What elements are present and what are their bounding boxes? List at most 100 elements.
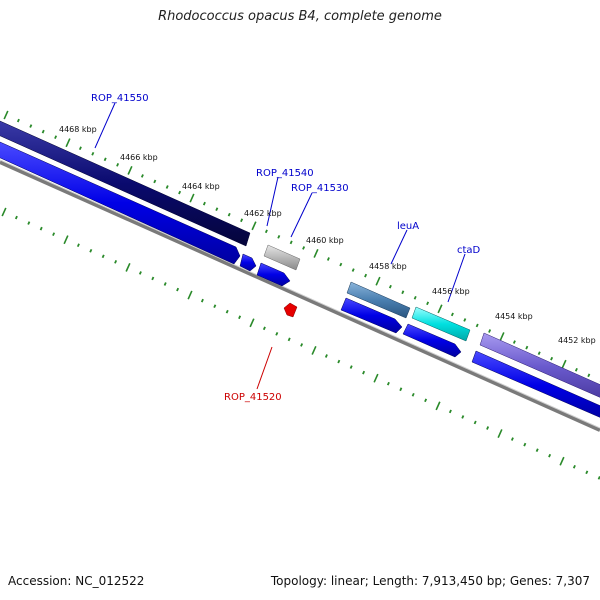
minor-tick: [39, 226, 43, 231]
major-tick: [311, 346, 317, 355]
gene-purple-right[interactable]: [479, 332, 600, 400]
gene-leua[interactable]: [346, 281, 411, 319]
gene-label-group: ROP_41550 ROP_41540 ROP_41530 leuA ctaD …: [91, 93, 481, 403]
minor-tick: [486, 426, 490, 430]
minor-tick: [91, 151, 95, 156]
minor-tick: [401, 290, 405, 295]
minor-tick: [512, 340, 516, 344]
genome-backbone: [0, 160, 600, 432]
minor-tick: [151, 276, 155, 281]
minor-tick: [364, 273, 368, 278]
label-rop-41550[interactable]: ROP_41550: [91, 93, 149, 104]
minor-tick: [213, 304, 217, 308]
minor-tick: [424, 398, 428, 403]
minor-tick: [52, 232, 56, 236]
gene-features: [0, 120, 600, 420]
minor-tick: [277, 235, 281, 239]
minor-tick: [324, 354, 328, 358]
tick-label: 4454 kbp: [495, 312, 533, 321]
tick-label: 4460 kbp: [306, 236, 344, 245]
major-tick: [373, 373, 379, 383]
gene-ctad[interactable]: [411, 306, 471, 342]
tick-label: 4452 kbp: [558, 336, 596, 345]
minor-tick: [200, 298, 204, 303]
tick-label: 4456 kbp: [432, 287, 470, 296]
gene-blue-right[interactable]: [471, 350, 600, 420]
minor-tick: [287, 337, 291, 342]
minor-tick: [116, 163, 120, 167]
minor-tick: [262, 326, 266, 331]
label-rop-41530[interactable]: ROP_41530: [291, 183, 349, 194]
minor-tick: [411, 392, 415, 397]
minor-tick: [202, 201, 206, 206]
genome-summary-text: Topology: linear; Length: 7,913,450 bp; …: [270, 574, 590, 588]
minor-tick: [240, 218, 244, 223]
major-tick: [251, 221, 257, 231]
tick-label-group: 4468 kbp 4466 kbp 4464 kbp 4462 kbp 4460…: [59, 125, 596, 345]
minor-tick: [27, 221, 31, 225]
minor-tick: [525, 345, 529, 350]
minor-tick: [362, 370, 366, 375]
minor-tick: [535, 448, 539, 452]
major-tick: [499, 332, 505, 341]
major-tick: [3, 110, 9, 120]
gene-blue-mid-2[interactable]: [402, 323, 462, 358]
minor-tick: [140, 174, 144, 178]
major-tick: [313, 249, 319, 258]
minor-tick: [275, 332, 279, 336]
minor-tick: [450, 312, 454, 317]
minor-tick: [289, 240, 293, 245]
minor-tick: [78, 146, 82, 151]
major-tick: [559, 456, 565, 466]
gene-rop-41530[interactable]: [263, 244, 301, 271]
minor-tick: [523, 442, 527, 447]
minor-tick: [413, 295, 417, 300]
minor-tick: [399, 387, 403, 392]
minor-tick: [302, 246, 306, 250]
gene-blue-small-2[interactable]: [256, 262, 291, 287]
label-rop-41520[interactable]: ROP_41520: [224, 392, 282, 403]
minor-tick: [89, 248, 93, 253]
minor-tick: [537, 351, 541, 355]
minor-tick: [215, 207, 219, 211]
minor-tick: [238, 315, 242, 320]
tick-label: 4458 kbp: [369, 262, 407, 271]
minor-tick: [138, 271, 142, 275]
minor-tick: [461, 415, 465, 419]
minor-tick: [349, 365, 353, 369]
minor-tick: [264, 229, 268, 234]
gene-blue-mid-1[interactable]: [340, 297, 403, 334]
label-ctad[interactable]: ctaD: [457, 245, 481, 256]
minor-tick: [386, 381, 390, 386]
gene-blue-small-1[interactable]: [239, 253, 257, 272]
accession-text: Accession: NC_012522: [8, 574, 145, 588]
gene-rop-41550[interactable]: [0, 120, 251, 247]
gene-rop-41520[interactable]: [283, 302, 298, 318]
minor-tick: [574, 367, 578, 372]
major-tick: [1, 207, 7, 217]
minor-tick: [388, 284, 392, 289]
major-tick: [561, 359, 567, 369]
minor-tick: [351, 268, 355, 272]
minor-tick: [326, 257, 330, 261]
major-tick: [65, 138, 71, 148]
minor-tick: [41, 129, 45, 134]
minor-tick: [114, 260, 118, 264]
minor-tick: [475, 323, 479, 328]
label-leua[interactable]: leuA: [397, 221, 419, 232]
minor-tick: [339, 262, 343, 267]
tick-label: 4464 kbp: [182, 182, 220, 191]
major-tick: [125, 262, 131, 272]
minor-tick: [103, 157, 107, 162]
minor-tick: [463, 318, 467, 322]
minor-tick: [548, 453, 552, 458]
tick-label: 4466 kbp: [120, 153, 158, 162]
label-rop-41540[interactable]: ROP_41540: [256, 168, 314, 179]
minor-tick: [16, 118, 20, 123]
minor-tick: [54, 135, 58, 139]
major-tick: [435, 401, 441, 411]
gene-blue-long[interactable]: [0, 141, 241, 265]
minor-tick: [488, 329, 492, 333]
minor-tick: [101, 254, 105, 259]
